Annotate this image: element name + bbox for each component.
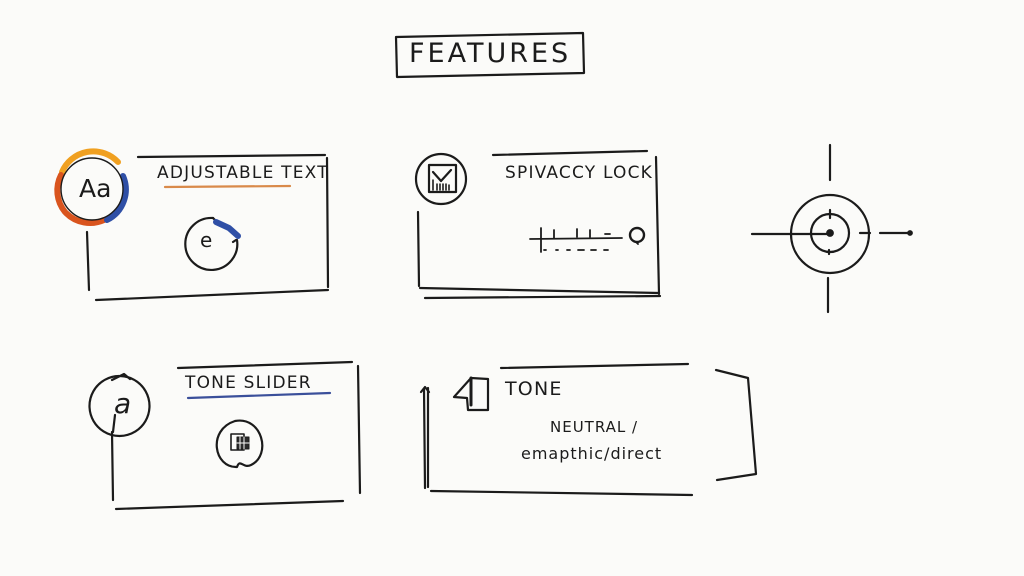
crosshair-target[interactable] [750, 144, 912, 314]
page-title: FEATURES [409, 38, 572, 69]
card-title-privacy-lock: SPIVACCY LOCK [505, 163, 654, 183]
upload-arrow-button[interactable] [452, 375, 492, 413]
slider-knob[interactable] [628, 226, 646, 244]
card-title-tone: TONE [505, 378, 563, 400]
tone-option-line-2: emapthic/direct [521, 444, 663, 463]
at-sign-icon-button[interactable] [96, 372, 158, 434]
text-size-icon-glyph: Aa [79, 174, 111, 203]
tone-option-line-1: NEUTRAL / [550, 418, 639, 436]
refresh-spiral-glyph: e [200, 228, 214, 252]
text-size-glyph-label: Aa [79, 174, 112, 203]
app-grid-button[interactable] [210, 418, 266, 470]
card-title-adjustable-text: ADJUSTABLE TEXT [157, 163, 329, 183]
card-title-tone-slider: TONE SLIDER [185, 373, 312, 393]
at-sign-icon-glyph: a [114, 387, 132, 420]
mail-chart-icon-button[interactable] [416, 154, 466, 204]
refresh-spiral-button[interactable] [182, 216, 242, 272]
